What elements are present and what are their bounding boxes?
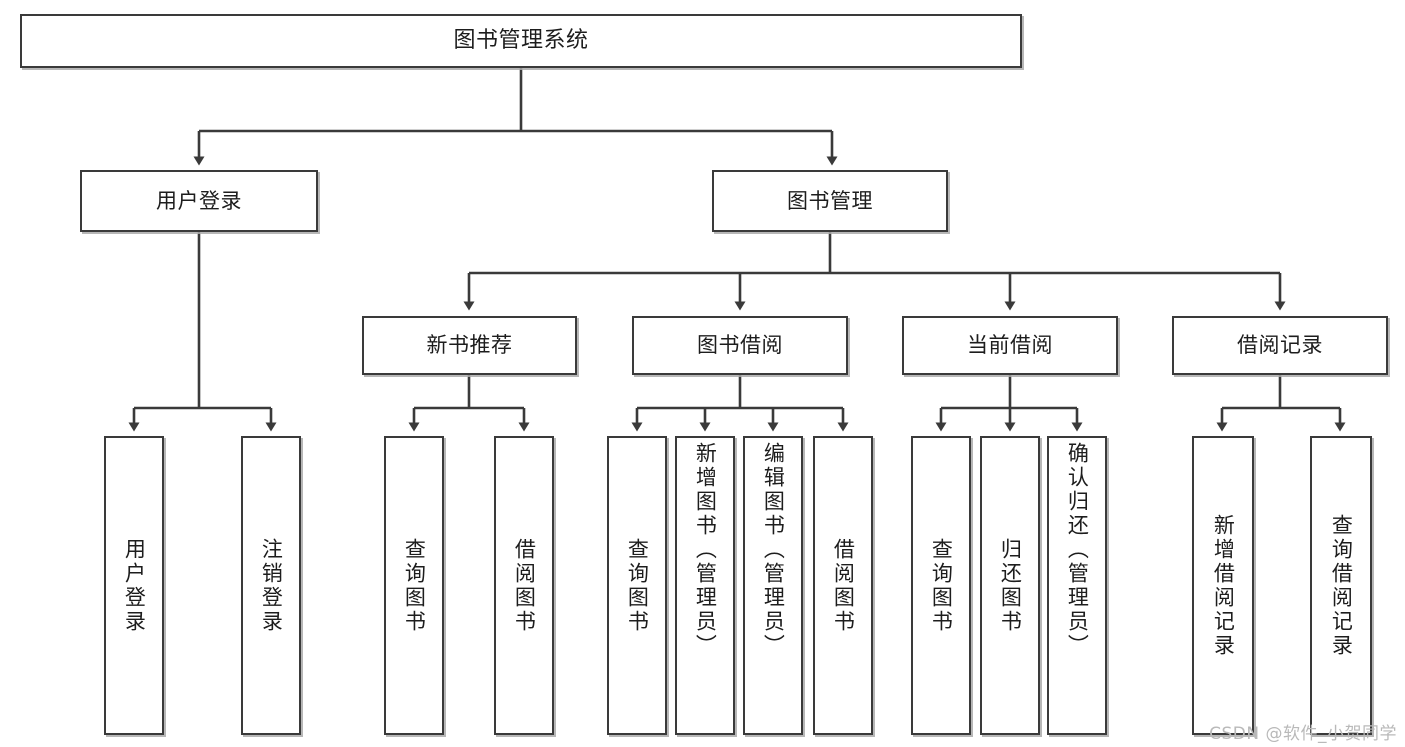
node-leaf-user-login[interactable]: 用户登录 (104, 436, 164, 735)
node-leaf-add-record-label: 新增借阅记录 (1211, 513, 1236, 658)
node-new-book-rec[interactable]: 新书推荐 (362, 316, 577, 375)
node-leaf-borrow-book-2-label: 借阅图书 (831, 537, 856, 634)
node-root-label: 图书管理系统 (453, 28, 589, 54)
node-borrow-record-label: 借阅记录 (1237, 333, 1323, 358)
node-leaf-add-record[interactable]: 新增借阅记录 (1192, 436, 1254, 735)
node-new-book-rec-label: 新书推荐 (426, 333, 513, 358)
node-leaf-edit-book[interactable]: 编辑图书（管理员） (743, 436, 803, 735)
node-leaf-user-login-label: 用户登录 (122, 537, 147, 634)
node-leaf-edit-book-label: 编辑图书（管理员） (761, 442, 786, 658)
node-book-manage[interactable]: 图书管理 (712, 170, 948, 232)
node-borrow-record[interactable]: 借阅记录 (1172, 316, 1388, 375)
node-current-borrow[interactable]: 当前借阅 (902, 316, 1118, 375)
node-root[interactable]: 图书管理系统 (20, 14, 1022, 68)
node-leaf-query-book-3[interactable]: 查询图书 (911, 436, 971, 735)
node-leaf-return-book-label: 归还图书 (998, 537, 1023, 634)
node-user-login[interactable]: 用户登录 (80, 170, 318, 232)
node-leaf-query-book-3-label: 查询图书 (929, 537, 954, 634)
node-leaf-query-book-2[interactable]: 查询图书 (607, 436, 667, 735)
node-leaf-query-book-1[interactable]: 查询图书 (384, 436, 444, 735)
node-leaf-confirm-return-label: 确认归还（管理员） (1065, 442, 1090, 658)
node-current-borrow-label: 当前借阅 (967, 333, 1053, 358)
node-leaf-confirm-return[interactable]: 确认归还（管理员） (1047, 436, 1107, 735)
node-leaf-borrow-book-1[interactable]: 借阅图书 (494, 436, 554, 735)
node-book-borrow[interactable]: 图书借阅 (632, 316, 848, 375)
node-book-manage-label: 图书管理 (787, 188, 873, 213)
node-leaf-query-book-1-label: 查询图书 (402, 537, 427, 634)
node-leaf-borrow-book-1-label: 借阅图书 (512, 537, 537, 634)
node-leaf-logout[interactable]: 注销登录 (241, 436, 301, 735)
node-leaf-return-book[interactable]: 归还图书 (980, 436, 1040, 735)
csdn-watermark: CSDN @软件_小贺同学 (1209, 724, 1397, 744)
node-leaf-logout-label: 注销登录 (259, 537, 284, 634)
node-leaf-borrow-book-2[interactable]: 借阅图书 (813, 436, 873, 735)
node-leaf-query-book-2-label: 查询图书 (625, 537, 650, 634)
node-leaf-query-record-label: 查询借阅记录 (1329, 513, 1354, 658)
node-leaf-add-book-label: 新增图书（管理员） (693, 442, 718, 658)
node-leaf-add-book[interactable]: 新增图书（管理员） (675, 436, 735, 735)
node-leaf-query-record[interactable]: 查询借阅记录 (1310, 436, 1372, 735)
node-user-login-label: 用户登录 (156, 188, 242, 213)
node-book-borrow-label: 图书借阅 (697, 333, 783, 358)
